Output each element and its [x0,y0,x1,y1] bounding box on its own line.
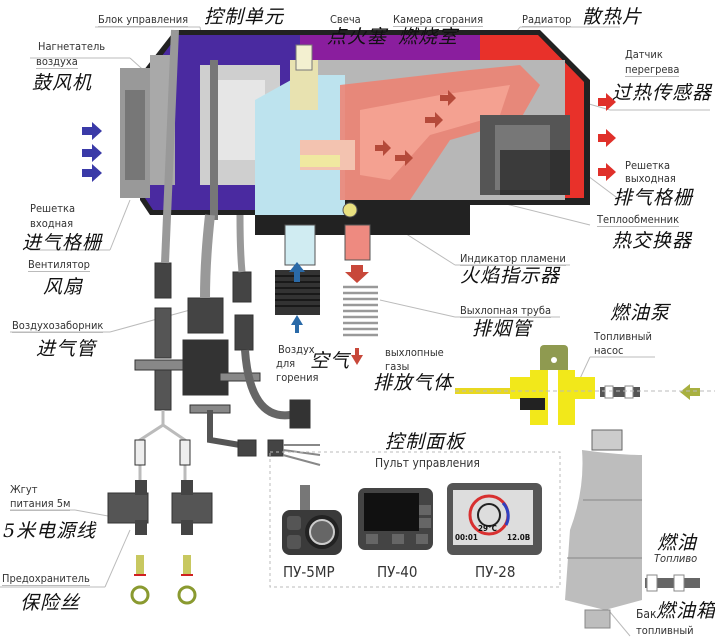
radiator-label-cn: 散热片 [582,6,643,28]
control-panel-frame [269,451,561,588]
outlet-grille-label-ru-2: выходная [625,172,676,185]
control-panel-label-ru: Пульт управления [375,456,480,470]
combustion-air-label-ru-2: для [276,357,296,370]
exhaust-gases-label-ru-1: выхлопные [385,346,444,359]
controller-pu40-model: ПУ-40 [377,563,418,581]
fuel-pump-label-ru-2: насос [594,344,624,357]
outlet-grille-label-ru-1: Решетка [625,159,671,172]
heat-exchanger-label-cn: 热交换器 [612,230,693,252]
heater-body [120,30,590,266]
fuse-holders [107,480,213,605]
control-unit-label-cn: 控制单元 [204,6,285,28]
exhaust-bellows [343,265,378,365]
controller-pu5mr [282,485,342,555]
air-intake-label-cn: 进气管 [36,338,97,360]
controller-pu28-model: ПУ-28 [475,563,516,581]
fan-label-cn: 风扇 [43,276,84,298]
fuel-label-ru: Топливо [654,552,698,565]
glow-plug-label-ru: Свеча [330,13,361,26]
power-harness-label-cn: 5米电源线 [3,520,97,542]
controller-pu40 [358,488,433,550]
controller-pu5mr-model: ПУ-5МР [283,563,335,581]
outlet-grille-label-cn: 排气格栅 [613,187,694,209]
combustion-air-label-ru-1: Воздух [278,343,315,356]
air-blower-label-ru-1: Нагнетатель [38,40,106,53]
fuel-pump [455,345,715,425]
fuel-pump-label-ru-1: Топливный [594,330,652,343]
combustion-chamber-label-ru: Камера сгорания [393,13,484,27]
intake-bellows [275,262,320,333]
fuel-tank [565,429,700,629]
fan-label-ru: Вентилятор [28,258,90,272]
power-harness-label-ru-1: Жгут [10,483,38,496]
controller-pu28-time: 00:01 [455,533,478,542]
fuel-tank-label-ru-2: топливный [636,624,694,637]
power-harness-label-ru-2: питания 5м [10,497,71,511]
overheat-sensor-label-ru-2: перегрева [625,63,680,77]
inlet-grille-label-cn: 进气格栅 [22,232,103,254]
exhaust-gases-label-ru-2: газы [385,360,410,373]
fuse-label-cn: 保险丝 [20,592,81,614]
exhaust-pipe-label-cn: 排烟管 [472,318,533,340]
air-blower-label-cn: 鼓风机 [32,72,93,94]
flame-indicator-label-ru: Индикатор пламени [460,252,566,266]
hot-flow-arrows [375,90,456,166]
glow-plug-label-cn: 点火塞 [327,26,388,48]
inlet-grille-label-ru-1: Решетка [30,202,76,215]
fuse-label-ru: Предохранитель [2,572,90,586]
air-intake-label-ru: Воздухозаборник [12,319,104,333]
controller-pu28-voltage: 12.0B [507,533,531,542]
exhaust-gases-label-cn: 排放气体 [373,372,454,394]
combustion-air-label-ru-3: горения [276,371,319,384]
overheat-sensor-label-cn: 过热传感器 [612,82,713,104]
fuel-label-cn: 燃油 [657,532,698,554]
flame-indicator-label-cn: 火焰指示器 [460,265,561,287]
exhaust-pipe-label-ru: Выхлопная труба [460,304,552,318]
controller-pu28-temperature: 29°C [478,524,497,533]
combustion-air-label-cn: 空气 [310,350,351,372]
controller-pu28 [447,483,542,555]
fuel-tank-label-cn: 燃油箱 [656,600,715,622]
heat-exchanger-label-ru: Теплообменник [597,213,680,227]
fuel-pump-label-cn: 燃油泵 [610,302,671,324]
control-panel-label-cn: 控制面板 [385,431,466,453]
fuel-tank-label-ru-1: Бак [636,607,657,621]
control-unit-label-ru: Блок управления [98,13,189,27]
overheat-sensor-label-ru-1: Датчик [625,48,663,61]
air-blower-label-ru-2: воздуха [36,55,78,69]
inlet-grille-label-ru-2: входная [30,217,74,230]
air-inlet-arrows [82,122,102,182]
wiring-harness [134,29,321,480]
air-outlet-arrows [598,93,616,181]
radiator-label-ru: Радиатор [522,13,572,27]
combustion-chamber-label-cn: 燃烧室 [398,26,459,48]
